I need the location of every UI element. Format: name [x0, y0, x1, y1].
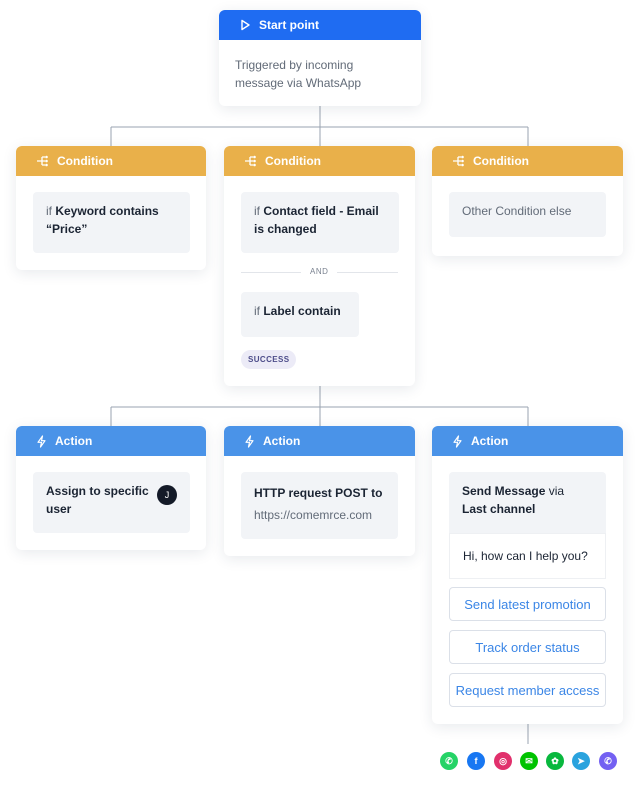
request-url: https://comemrce.com	[254, 508, 373, 522]
condition-header: Condition	[224, 146, 415, 176]
action-detail: Send Message via Last channel	[449, 472, 606, 533]
channel-text: Last channel	[462, 502, 536, 516]
if-label: if	[254, 204, 264, 218]
action-card-1[interactable]: Action Assign to specific user J	[16, 426, 206, 550]
condition-header: Condition	[432, 146, 623, 176]
rule-value: “Price”	[46, 222, 88, 236]
condition-rule-2: if Label contain	[241, 292, 359, 337]
start-point-header: Start point	[219, 10, 421, 40]
condition-title: Condition	[265, 154, 321, 168]
line-icon: ✉	[520, 752, 538, 770]
if-label: if	[254, 304, 264, 318]
avatar[interactable]: J	[157, 485, 177, 505]
start-line-2: message via WhatsApp	[235, 76, 362, 90]
action-card-3[interactable]: Action Send Message via Last channel Hi,…	[432, 426, 623, 724]
condition-title: Condition	[57, 154, 113, 168]
and-divider-right	[337, 272, 398, 273]
start-line-1: Triggered by incoming	[235, 58, 354, 72]
start-point-title: Start point	[259, 18, 319, 32]
action-header: Action	[224, 426, 415, 456]
action-header: Action	[432, 426, 623, 456]
condition-rule: Other Condition else	[449, 192, 606, 237]
and-divider-left	[241, 272, 301, 273]
action-text: HTTP request POST to	[254, 486, 383, 500]
lightning-icon	[245, 434, 254, 448]
quick-reply-button-1[interactable]: Send latest promotion	[449, 587, 606, 621]
whatsapp-icon: ✆	[440, 752, 458, 770]
facebook-icon: f	[467, 752, 485, 770]
condition-card-2[interactable]: Condition if Contact field - Email is ch…	[224, 146, 415, 386]
and-label: AND	[310, 267, 329, 276]
quick-reply-button-3[interactable]: Request member access	[449, 673, 606, 707]
wechat-icon: ✿	[546, 752, 564, 770]
telegram-icon: ➤	[572, 752, 590, 770]
condition-card-1[interactable]: Condition if Keyword contains “Price”	[16, 146, 206, 270]
lightning-icon	[453, 434, 462, 448]
rule-text: Keyword contains	[55, 204, 159, 218]
start-point-description: Triggered by incoming message via WhatsA…	[235, 56, 361, 92]
instagram-icon: ◎	[494, 752, 512, 770]
action-title: Action	[55, 434, 93, 448]
rule-text: Label contain	[263, 304, 341, 318]
action-title: Action	[263, 434, 301, 448]
via-label: via	[545, 484, 565, 498]
message-preview: Hi, how can I help you?	[449, 533, 606, 579]
if-label: if	[46, 204, 56, 218]
rule-text: Contact field - Email	[263, 204, 379, 218]
branch-icon	[37, 155, 48, 167]
action-title: Action	[471, 434, 509, 448]
play-icon	[241, 19, 250, 31]
condition-card-3[interactable]: Condition Other Condition else	[432, 146, 623, 256]
lightning-icon	[37, 434, 46, 448]
branch-icon	[453, 155, 464, 167]
viber-icon: ✆	[599, 752, 617, 770]
action-text: Assign to specific	[46, 484, 149, 498]
quick-reply-button-2[interactable]: Track order status	[449, 630, 606, 664]
action-card-2[interactable]: Action HTTP request POST to https://come…	[224, 426, 415, 556]
condition-rule: if Keyword contains “Price”	[33, 192, 190, 253]
action-text: Send Message	[462, 484, 546, 498]
action-header: Action	[16, 426, 206, 456]
condition-title: Condition	[473, 154, 529, 168]
branch-icon	[245, 155, 256, 167]
rule-value: is changed	[254, 222, 317, 236]
condition-rule: if Contact field - Email is changed	[241, 192, 399, 253]
action-text-2: user	[46, 502, 72, 516]
condition-header: Condition	[16, 146, 206, 176]
action-detail: HTTP request POST to https://comemrce.co…	[241, 472, 398, 539]
start-point-card[interactable]: Start point Triggered by incoming messag…	[219, 10, 421, 106]
status-badge: SUCCESS	[241, 350, 297, 369]
